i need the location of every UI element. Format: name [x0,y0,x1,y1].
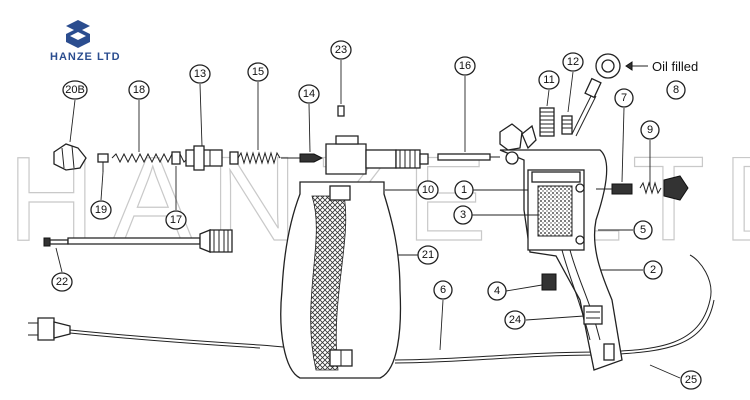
callout-20b-label: 20B [65,84,85,96]
callout-7-label: 7 [621,92,627,104]
part-13-cylinder [185,145,223,171]
callout-11: 11 [538,70,560,90]
callout-7: 7 [614,88,634,108]
part-16-rod [437,153,500,161]
callout-6-label: 6 [440,284,446,296]
callout-14-label: 14 [303,88,315,100]
brand-name: HANZE LTD [50,51,121,63]
callout-5-label: 5 [640,224,646,236]
callout-25-label: 25 [685,374,697,386]
callout-10: 10 [417,180,439,200]
callout-17-label: 17 [170,214,182,226]
callout-1: 1 [454,180,474,200]
callout-23-label: 23 [335,44,347,56]
callout-10-label: 10 [422,184,434,196]
callout-17: 17 [165,210,187,230]
part-9-spring [639,181,662,195]
gun-main-body [499,123,623,371]
callout-21-label: 21 [422,249,434,261]
callout-6: 6 [433,280,453,300]
gun-nozzle-assembly [325,135,429,175]
callout-8-label: 8 [673,84,679,96]
part-23-pin [337,105,345,117]
callout-13-label: 13 [194,68,206,80]
part-12-spring [561,115,573,135]
callout-8: 8 [666,80,686,100]
callout-22: 22 [51,272,73,292]
callout-5: 5 [633,220,653,240]
callout-9-label: 9 [647,124,653,136]
oil-filled-label: Oil filled [652,59,698,74]
callout-4: 4 [487,281,507,301]
callout-15: 15 [247,62,269,82]
callout-18: 18 [128,80,150,100]
part-22-rod [43,229,233,253]
callout-20b: 20B [62,80,88,100]
part-17-nut [171,151,181,165]
callout-3-label: 3 [460,209,466,221]
callout-2-label: 2 [650,264,656,276]
callout-15-label: 15 [252,66,264,78]
part-11-spring [539,107,555,137]
callout-21: 21 [417,245,439,265]
callout-18-label: 18 [133,84,145,96]
part-21-bottle [280,181,402,379]
part-7-pin [596,183,633,195]
brand-logo: HANZE LTD [50,20,121,63]
callout-19: 19 [90,200,112,220]
callout-13: 13 [189,64,211,84]
oil-filled-cap [571,53,648,137]
callout-11-label: 11 [543,74,554,86]
part-14-bullet [299,153,324,163]
callout-9: 9 [640,120,660,140]
callout-24-label: 24 [509,314,521,326]
callout-14: 14 [298,84,320,104]
callout-12-label: 12 [567,56,579,68]
callout-19-label: 19 [95,204,107,216]
leader-lines [55,60,681,379]
callout-12: 12 [562,52,584,72]
hanze-logo-icon [66,20,90,48]
callouts: 20B 18 13 15 14 23 16 11 12 7 8 9 19 17 … [51,40,702,390]
callout-4-label: 4 [494,285,500,297]
callout-1-label: 1 [461,184,467,196]
callout-24: 24 [504,310,526,330]
part-20b-knob [53,143,87,171]
part-15-spring [229,151,300,165]
callout-23: 23 [330,40,352,60]
part-19 [97,153,109,172]
callout-2: 2 [643,260,663,280]
callout-22-label: 22 [56,276,68,288]
part-8-cap [663,175,689,201]
callout-16: 16 [454,56,476,76]
callout-3: 3 [453,205,473,225]
callout-16-label: 16 [459,60,471,72]
callout-25: 25 [680,370,702,390]
